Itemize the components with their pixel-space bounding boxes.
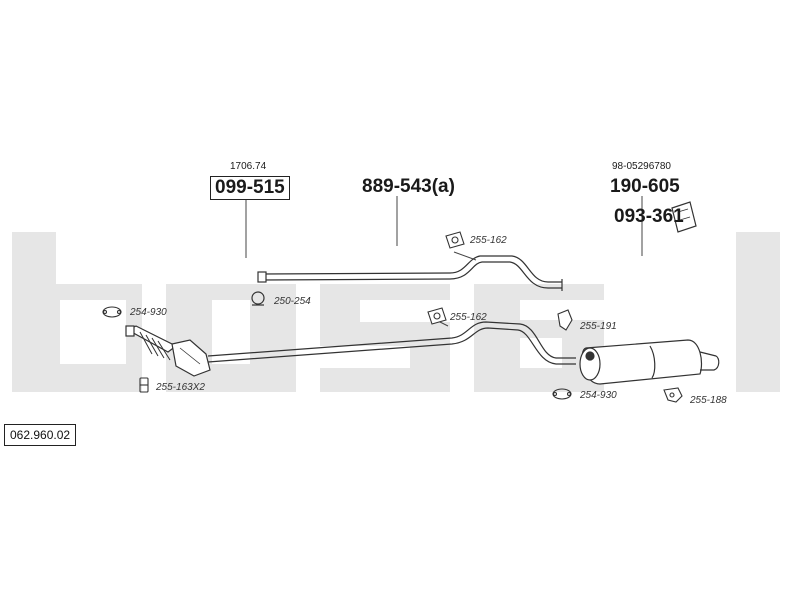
assembly-code-099-515: 099-515 [210,176,290,200]
part-label-255-163x2: 255-163X2 [156,382,205,393]
assembly-ref-1: 1706.74 [230,161,267,172]
bosal-watermark-logo [12,232,780,392]
part-label-255-188: 255-188 [690,395,727,406]
bolt-icon [139,377,149,393]
clamp-hanger-icon [445,231,465,249]
middle-pipe [257,255,563,291]
rubber-mount-icon [663,387,683,403]
diagram-number: 062.960.02 [4,424,77,446]
assembly-code-889-543: 889-543(a) [362,176,455,197]
part-label-254-930-right: 254-930 [580,390,617,401]
part-label-250-254: 250-254 [274,296,311,307]
part-label-254-930-left: 254-930 [130,307,167,318]
assembly-code-190-605: 190-605 [610,176,680,197]
part-label-255-162-bottom: 255-162 [450,312,487,323]
clamp-hanger-icon [427,307,447,325]
ring-clamp-icon [251,291,265,306]
assembly-ref-3: 98-05296780 [612,161,671,172]
leader-lines [245,196,643,327]
assembly-code-093-361: 093-361 [614,206,684,227]
gasket-icon [552,388,572,400]
front-pipe-catalyst [125,321,576,377]
gasket-icon [102,306,122,318]
bracket-icon [557,309,573,331]
part-label-255-191: 255-191 [580,321,617,332]
heat-shield-box-icon [671,201,697,233]
rear-silencer [579,339,720,385]
part-label-255-162-top: 255-162 [470,235,507,246]
